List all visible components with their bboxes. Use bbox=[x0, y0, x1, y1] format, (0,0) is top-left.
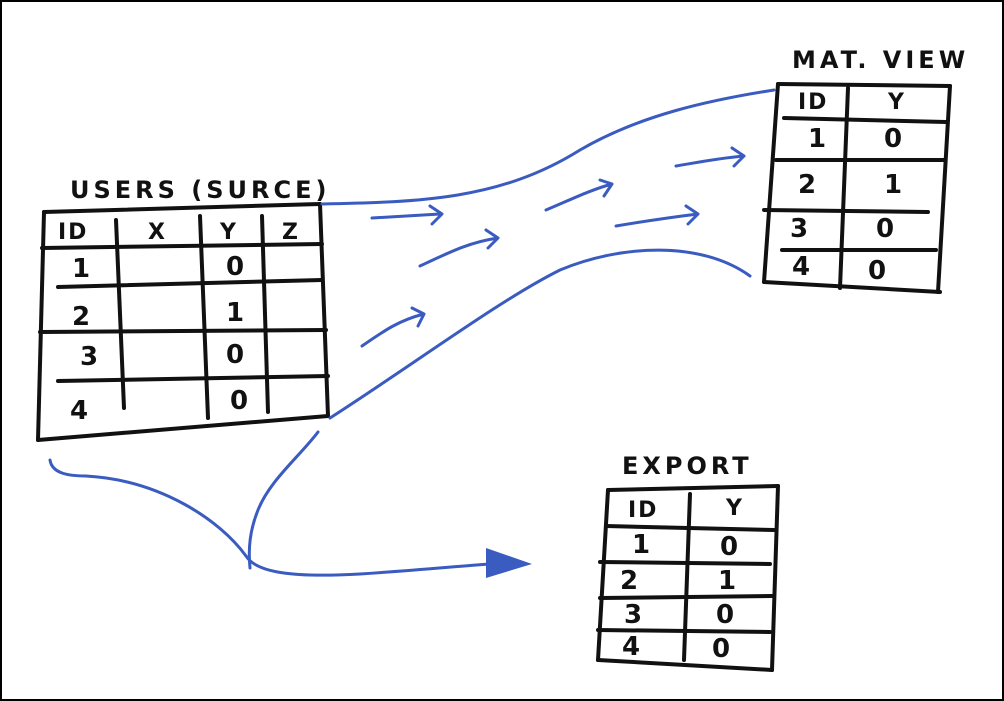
source-row1-id: 1 bbox=[72, 254, 93, 284]
export-row4-y: 0 bbox=[712, 634, 733, 664]
flow-arrows bbox=[48, 88, 776, 577]
export-row4-id: 4 bbox=[622, 632, 643, 662]
export-header-id: ID bbox=[628, 498, 659, 523]
export-flow-curve bbox=[48, 458, 492, 577]
source-table-grid bbox=[36, 202, 330, 442]
export-row2-id: 2 bbox=[620, 566, 641, 596]
source-header-x: X bbox=[148, 220, 167, 245]
flow-arrow-3 bbox=[360, 306, 426, 348]
export-header-y: Y bbox=[726, 496, 744, 521]
source-header-id: ID bbox=[58, 220, 89, 245]
source-row3-id: 3 bbox=[80, 342, 101, 372]
lower-flow-boundary bbox=[328, 248, 752, 420]
flow-arrow-1 bbox=[370, 204, 444, 226]
matview-header-y: Y bbox=[888, 90, 906, 115]
source-table-title: USERS (SURCE) bbox=[70, 176, 331, 204]
upper-flow-boundary bbox=[320, 88, 776, 206]
export-row2-y: 1 bbox=[718, 566, 739, 596]
export-flow-branch bbox=[247, 430, 320, 570]
export-row1-id: 1 bbox=[632, 530, 653, 560]
flow-arrow-2 bbox=[418, 228, 500, 268]
export-table-grid bbox=[596, 484, 780, 672]
source-row4-id: 4 bbox=[70, 396, 91, 426]
export-table-title: EXPORT bbox=[622, 452, 753, 480]
source-row2-y: 1 bbox=[226, 298, 247, 328]
matview-row2-id: 2 bbox=[798, 170, 819, 200]
source-header-y: Y bbox=[220, 220, 238, 245]
flow-arrow-4 bbox=[544, 178, 614, 212]
matview-row2-y: 1 bbox=[884, 170, 905, 200]
matview-table-grid bbox=[762, 82, 952, 294]
source-row3-y: 0 bbox=[226, 340, 247, 370]
matview-row3-y: 0 bbox=[876, 214, 897, 244]
source-row1-y: 0 bbox=[226, 252, 247, 282]
matview-row3-id: 3 bbox=[790, 214, 811, 244]
matview-row4-id: 4 bbox=[792, 252, 813, 282]
matview-header-id: ID bbox=[798, 90, 829, 115]
matview-row1-y: 0 bbox=[884, 124, 905, 154]
source-header-z: Z bbox=[282, 220, 300, 245]
matview-table-title: MAT. VIEW bbox=[792, 46, 970, 74]
source-row4-y: 0 bbox=[230, 386, 251, 416]
flow-arrow-6 bbox=[674, 146, 746, 168]
matview-row4-y: 0 bbox=[868, 256, 889, 286]
export-row3-id: 3 bbox=[624, 600, 645, 630]
export-arrowhead bbox=[486, 548, 532, 578]
source-row2-id: 2 bbox=[72, 302, 93, 332]
flow-arrow-5 bbox=[614, 204, 700, 228]
matview-row1-id: 1 bbox=[808, 124, 829, 154]
export-row1-y: 0 bbox=[720, 532, 741, 562]
export-row3-y: 0 bbox=[716, 600, 737, 630]
